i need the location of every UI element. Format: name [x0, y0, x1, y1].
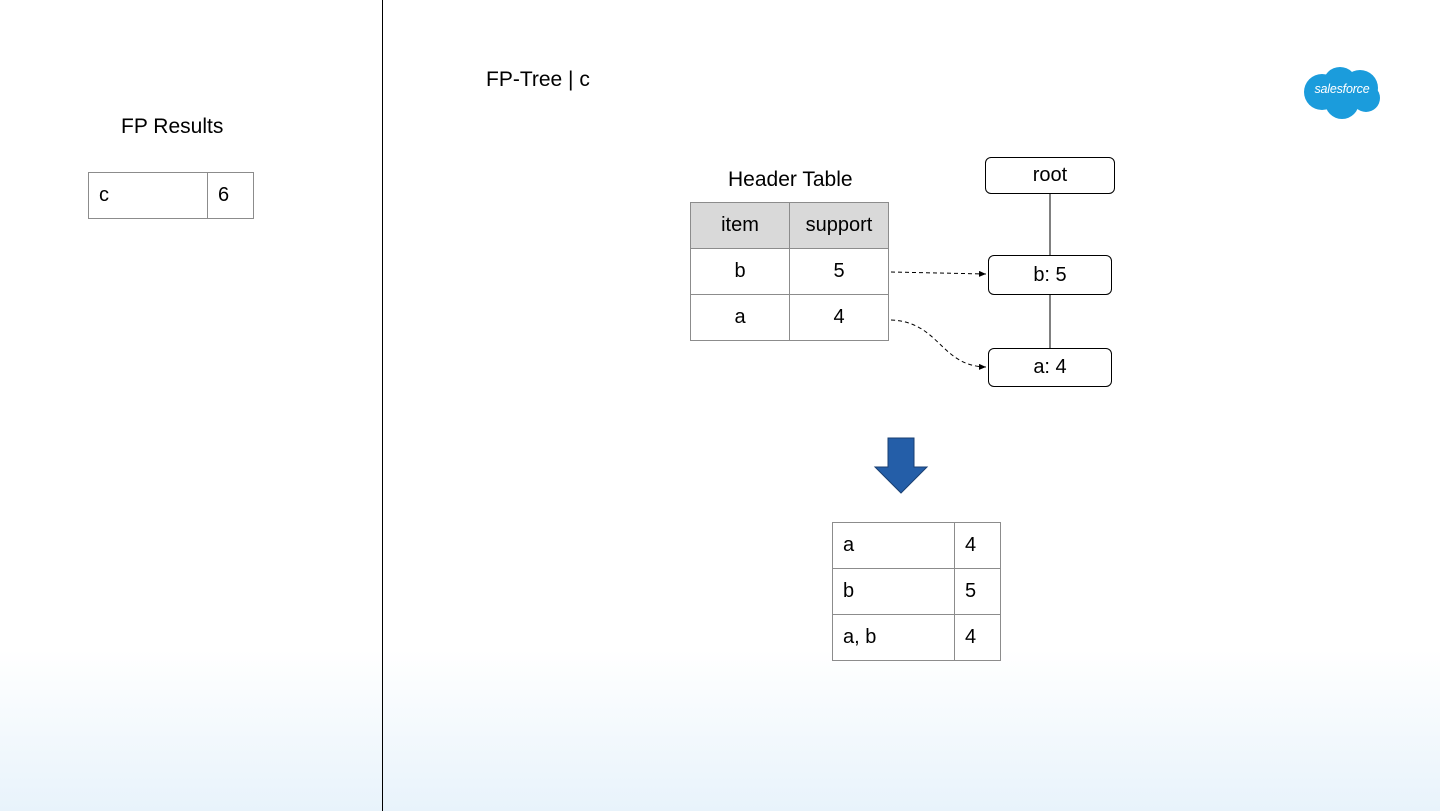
tree-node-a: a: 4 [988, 348, 1112, 387]
pattern-cell: b [832, 568, 955, 615]
tree-node-root: root [985, 157, 1115, 194]
table-row: a 4 [832, 522, 1001, 569]
table-row: a 4 [690, 294, 889, 341]
result-support-cell: 6 [207, 172, 254, 219]
pattern-support-cell: 4 [954, 522, 1001, 569]
table-row: b 5 [690, 248, 889, 295]
table-row: c 6 [88, 172, 254, 219]
support-cell: 5 [789, 248, 889, 295]
item-cell: b [690, 248, 790, 295]
node-link-a [890, 319, 987, 370]
pattern-support-cell: 4 [954, 614, 1001, 661]
fp-results-title: FP Results [121, 115, 224, 138]
down-arrow-icon [873, 437, 929, 494]
header-table: item support b 5 a 4 [690, 202, 889, 341]
cloud-icon [1304, 67, 1380, 119]
page-title: FP-Tree | c [486, 68, 590, 91]
pattern-cell: a, b [832, 614, 955, 661]
support-cell: 4 [789, 294, 889, 341]
pattern-cell: a [832, 522, 955, 569]
logo-text: salesforce [1314, 82, 1370, 96]
vertical-divider [382, 0, 383, 811]
salesforce-logo: salesforce [1300, 64, 1384, 122]
result-item-cell: c [88, 172, 208, 219]
table-row: b 5 [832, 568, 1001, 615]
conditional-pattern-table: a 4 b 5 a, b 4 [832, 522, 1001, 661]
table-row: a, b 4 [832, 614, 1001, 661]
node-link-b [890, 270, 987, 277]
header-table-caption: Header Table [728, 168, 853, 191]
item-cell: a [690, 294, 790, 341]
fp-results-table: c 6 [88, 172, 254, 219]
column-header-support: support [789, 202, 889, 249]
tree-node-b: b: 5 [988, 255, 1112, 295]
pattern-support-cell: 5 [954, 568, 1001, 615]
